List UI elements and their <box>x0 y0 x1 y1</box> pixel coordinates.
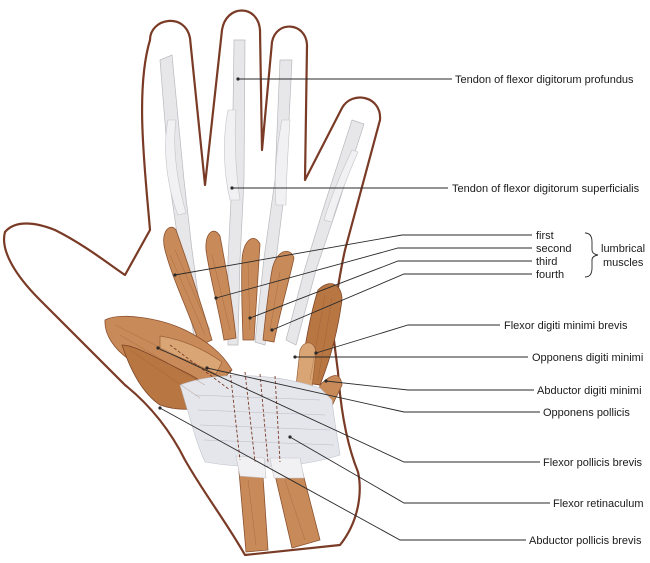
label-lumbrical-second: second <box>536 243 571 255</box>
forearm-tendon-cap-left <box>235 455 267 479</box>
forearm-tendon-cap-right <box>269 457 305 479</box>
label-fds: Tendon of flexor digitorum superficialis <box>452 183 640 195</box>
fds-slip-ring <box>274 119 291 206</box>
retinaculum-texture <box>169 344 335 463</box>
fds-slip-middle <box>224 109 241 201</box>
label-lumbrical-first: first <box>536 230 554 242</box>
label-fdmb: Flexor digiti minimi brevis <box>504 320 628 332</box>
label-lumbrical-group-line1: lumbrical <box>601 243 645 255</box>
lumbrical-first <box>163 226 213 346</box>
fds-slip-little <box>323 149 359 223</box>
label-apb: Abductor pollicis brevis <box>529 535 642 547</box>
label-lumbrical-third: third <box>536 256 557 268</box>
opponens-digiti-minimi-muscle <box>295 342 317 389</box>
label-odm: Opponens digiti minimi <box>532 352 643 364</box>
label-adm: Abductor digiti minimi <box>537 385 642 397</box>
label-fr: Flexor retinaculum <box>553 498 643 510</box>
label-fpb: Flexor pollicis brevis <box>543 457 643 469</box>
fds-slip-index <box>165 119 187 216</box>
lumbrical-third <box>241 238 261 341</box>
lumbrical-fourth <box>262 250 295 343</box>
label-lumbrical-fourth: fourth <box>536 269 564 281</box>
label-lumbrical-group-line2: muscles <box>603 257 644 269</box>
lumbrical-second <box>205 230 237 341</box>
leader-lines <box>156 77 599 541</box>
label-fdp: Tendon of flexor digitorum profundus <box>455 74 634 86</box>
label-op: Opponens pollicis <box>543 407 630 419</box>
